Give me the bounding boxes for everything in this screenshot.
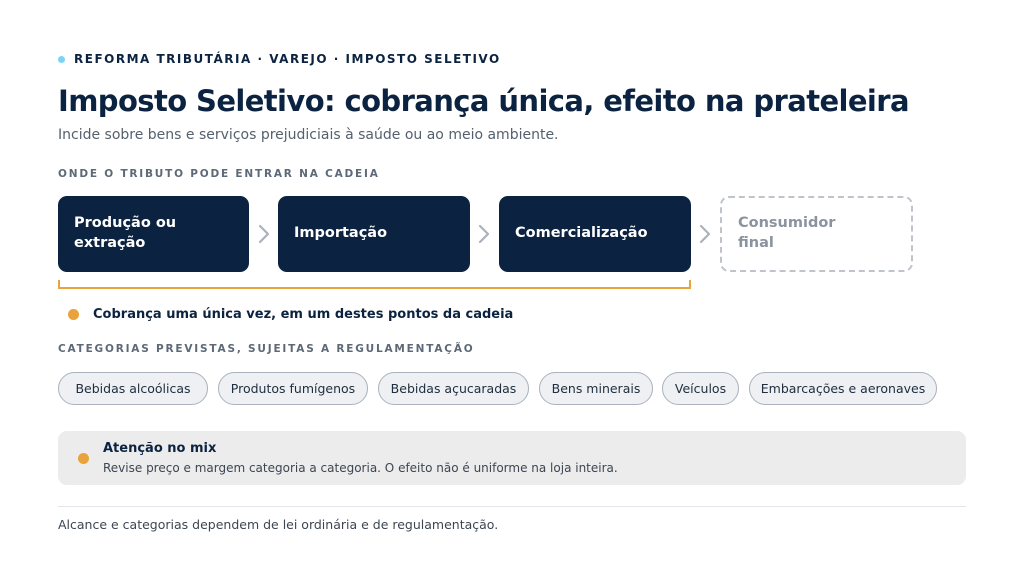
chain-step-label: Importação [294,225,388,242]
category-chip-bebidas-acucaradas: Bebidas açucaradas [378,372,529,405]
kicker-dot [58,55,65,63]
chain-step-label: final [738,235,774,251]
chain-step-consumidor-final: Consumidor final [720,196,913,272]
chain-note: Cobrança uma única vez, em um destes pon… [68,307,513,322]
attention-callout: Atenção no mix Revise preço e margem cat… [58,431,966,485]
alert-dot-icon [78,453,89,464]
chain-step-comercializacao: Comercialização [499,196,691,272]
divider [58,506,966,507]
chain-step-label: extração [74,235,146,251]
category-chip-bens-minerais: Bens minerais [539,372,653,405]
chain-section-label: ONDE O TRIBUTO PODE ENTRAR NA CADEIA [58,168,380,180]
chain-step-label: Comercialização [515,225,648,242]
chain-step-label: Produção ou [74,215,177,232]
category-chip-produtos-fumigenos: Produtos fumígenos [218,372,368,405]
chain-note-text: Cobrança uma única vez, em um destes pon… [93,307,514,322]
categories-section-label: CATEGORIAS PREVISTAS, SUJEITAS A REGULAM… [58,343,475,355]
kicker-text: REFORMA TRIBUTÁRIA · VAREJO · IMPOSTO SE… [74,52,501,66]
supply-chain: Produção ou extração Importação Comercial… [58,196,928,272]
chevron-right-icon [478,224,490,244]
chain-step-label: Consumidor [738,215,836,232]
collection-bracket [58,280,691,289]
category-chip-embarcacoes-aeronaves: Embarcações e aeronaves [749,372,937,405]
note-dot-icon [68,309,79,320]
chain-step-importacao: Importação [278,196,470,272]
category-chip-bebidas-alcoolicas: Bebidas alcoólicas [58,372,208,405]
chain-step-producao: Produção ou extração [58,196,249,272]
page-subtitle: Incide sobre bens e serviços prejudiciai… [58,127,559,143]
alert-body: Revise preço e margem categoria a catego… [103,461,618,475]
kicker: REFORMA TRIBUTÁRIA · VAREJO · IMPOSTO SE… [58,52,501,66]
chevron-right-icon [258,224,270,244]
alert-title: Atenção no mix [103,441,217,456]
category-chip-veiculos: Veículos [662,372,739,405]
footnote: Alcance e categorias dependem de lei ord… [58,517,499,532]
chevron-right-icon [699,224,711,244]
page-title: Imposto Seletivo: cobrança única, efeito… [58,84,910,118]
category-chips: Bebidas alcoólicas Produtos fumígenos Be… [58,372,958,406]
